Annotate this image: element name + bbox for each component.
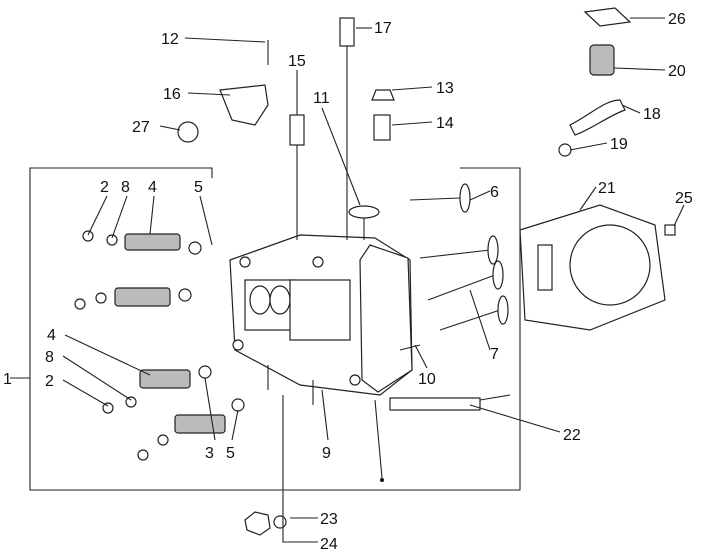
callout-10: 10 — [418, 371, 436, 388]
callout-25: 25 — [675, 190, 693, 207]
valve-springs — [74, 230, 245, 461]
callout-9: 9 — [322, 445, 331, 462]
callout-5: 5 — [194, 179, 203, 196]
callout-2-lower: 2 — [45, 373, 54, 390]
callout-3: 3 — [205, 445, 214, 462]
callout-8: 8 — [121, 179, 130, 196]
callout-17: 17 — [374, 20, 392, 37]
callout-6: 6 — [490, 184, 499, 201]
misc-parts — [177, 7, 676, 536]
callout-12: 12 — [161, 31, 179, 48]
callout-14: 14 — [436, 115, 454, 132]
callout-22: 22 — [563, 427, 581, 444]
callout-20: 20 — [668, 63, 686, 80]
callout-15: 15 — [288, 53, 306, 70]
callout-4-lower: 4 — [47, 327, 56, 344]
callout-19: 19 — [610, 136, 628, 153]
cylinder-head — [229, 234, 413, 396]
callout-5-lower: 5 — [226, 445, 235, 462]
callout-21: 21 — [598, 180, 616, 197]
callout-11: 11 — [313, 90, 330, 107]
callout-13: 13 — [436, 80, 454, 97]
callout-27: 27 — [132, 119, 150, 136]
callout-2: 2 — [100, 179, 109, 196]
callout-23: 23 — [320, 511, 338, 528]
callout-18: 18 — [643, 106, 661, 123]
valves — [409, 183, 509, 331]
callout-7: 7 — [490, 346, 499, 363]
assembly-frame — [10, 167, 521, 491]
callout-1: 1 — [3, 371, 12, 388]
callout-labels: 1 2 8 4 5 4 8 2 3 5 9 10 7 6 22 23 24 11… — [3, 11, 693, 553]
callout-8-lower: 8 — [45, 349, 54, 366]
head-gasket — [519, 204, 666, 331]
callout-24: 24 — [320, 536, 338, 553]
callout-16: 16 — [163, 86, 181, 103]
leader-lines — [62, 17, 685, 543]
callout-4: 4 — [148, 179, 157, 196]
callout-26: 26 — [668, 11, 686, 28]
